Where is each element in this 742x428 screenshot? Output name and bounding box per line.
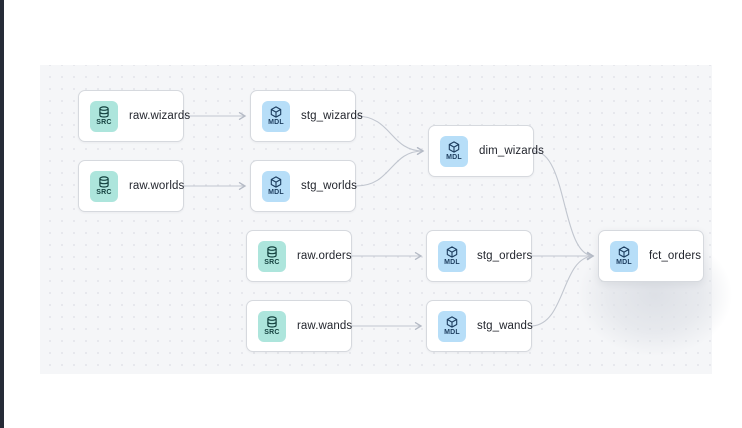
badge-label: SRC <box>96 119 112 126</box>
lineage-canvas[interactable]: SRC raw.wizards MDL stg_wizards SRC raw.… <box>40 65 742 377</box>
node-fct-orders[interactable]: MDL fct_orders <box>598 230 704 282</box>
node-stg-wands[interactable]: MDL stg_wands <box>426 300 533 352</box>
source-badge: SRC <box>258 240 286 272</box>
node-label: stg_wizards <box>301 110 363 122</box>
badge-label: SRC <box>96 189 112 196</box>
cube-icon <box>446 316 458 328</box>
model-badge: MDL <box>610 240 638 272</box>
edge-stg_worlds-dim_wizards <box>355 147 425 187</box>
edge-stg_wizards-dim_wizards <box>355 115 425 155</box>
database-icon <box>267 246 277 258</box>
node-label: raw.wizards <box>129 110 191 122</box>
badge-label: MDL <box>446 154 462 161</box>
cube-icon <box>270 176 282 188</box>
cube-icon <box>448 141 460 153</box>
edge-dim_wizards-fct_orders <box>533 150 595 260</box>
source-badge: SRC <box>258 310 286 342</box>
cube-icon <box>270 106 282 118</box>
node-stg-orders[interactable]: MDL stg_orders <box>426 230 532 282</box>
node-label: raw.orders <box>297 250 352 262</box>
cube-icon <box>446 246 458 258</box>
model-badge: MDL <box>438 240 466 272</box>
model-badge: MDL <box>262 170 290 202</box>
node-label: raw.worlds <box>129 180 185 192</box>
database-icon <box>99 176 109 188</box>
node-raw-wizards[interactable]: SRC raw.wizards <box>78 90 190 142</box>
node-dim-wizards[interactable]: MDL dim_wizards <box>428 125 544 177</box>
node-label: fct_orders <box>649 250 702 262</box>
node-raw-orders[interactable]: SRC raw.orders <box>246 230 352 282</box>
edge-layer <box>184 112 595 330</box>
model-badge: MDL <box>262 100 290 132</box>
node-label: stg_worlds <box>301 180 357 192</box>
collapsed-sidebar-edge <box>0 0 4 428</box>
node-stg-wizards[interactable]: MDL stg_wizards <box>250 90 363 142</box>
node-stg-worlds[interactable]: MDL stg_worlds <box>250 160 357 212</box>
database-icon <box>99 106 109 118</box>
badge-label: MDL <box>616 259 632 266</box>
model-badge: MDL <box>438 310 466 342</box>
source-badge: SRC <box>90 100 118 132</box>
node-label: raw.wands <box>297 320 353 332</box>
badge-label: SRC <box>264 259 280 266</box>
database-icon <box>267 316 277 328</box>
badge-label: MDL <box>444 259 460 266</box>
node-raw-wands[interactable]: SRC raw.wands <box>246 300 352 352</box>
node-label: dim_wizards <box>479 145 545 157</box>
badge-label: MDL <box>268 119 284 126</box>
badge-label: MDL <box>268 189 284 196</box>
model-badge: MDL <box>440 135 468 167</box>
badge-label: MDL <box>444 329 460 336</box>
edge-stg_wands-fct_orders <box>531 252 595 327</box>
badge-label: SRC <box>264 329 280 336</box>
node-label: stg_wands <box>477 320 533 332</box>
cube-icon <box>618 246 630 258</box>
node-label: stg_orders <box>477 250 533 262</box>
node-raw-worlds[interactable]: SRC raw.worlds <box>78 160 184 212</box>
source-badge: SRC <box>90 170 118 202</box>
